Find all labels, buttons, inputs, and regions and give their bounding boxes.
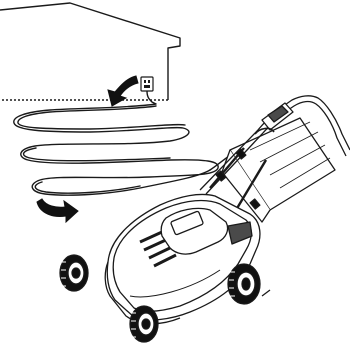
lawn-mower bbox=[59, 95, 350, 343]
front-right-wheel bbox=[129, 305, 159, 343]
ground-line bbox=[261, 289, 271, 297]
power-outlet-icon bbox=[140, 76, 157, 105]
mower-deck bbox=[104, 193, 261, 325]
curved-arrow-out-icon bbox=[36, 198, 79, 224]
rear-right-wheel bbox=[227, 263, 261, 305]
curved-arrow-in-icon bbox=[107, 75, 139, 107]
coiled-cord bbox=[13, 103, 239, 196]
house-outline bbox=[0, 2, 181, 101]
cord-clips bbox=[215, 148, 261, 210]
handle-switch-box bbox=[254, 102, 294, 135]
wheel-treads bbox=[61, 261, 235, 338]
front-left-wheel bbox=[59, 254, 89, 292]
